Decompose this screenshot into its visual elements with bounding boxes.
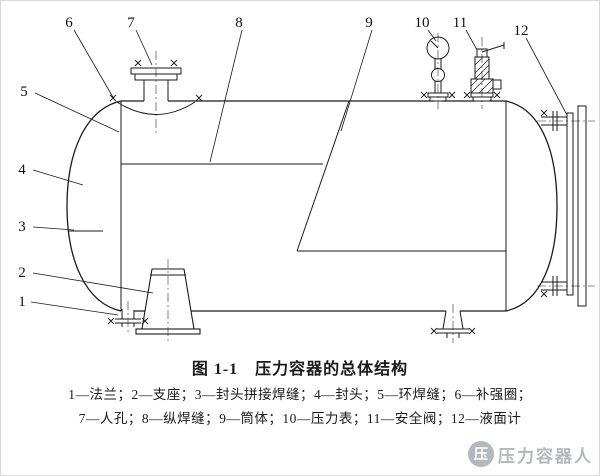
callout-9: 9 [365, 15, 373, 31]
watermark-text: 压力容器人 [498, 446, 593, 466]
drain-nozzle-sides [442, 310, 464, 330]
right-head-outline [505, 100, 558, 312]
leader-10 [427, 29, 437, 42]
callout-6: 6 [65, 15, 73, 31]
callout-1: 1 [18, 294, 26, 310]
figure-caption: 图 1-1 压力容器的总体结构 [191, 361, 409, 378]
left-head-outline [66, 100, 122, 312]
leader-5 [34, 92, 120, 133]
callout-8: 8 [235, 15, 243, 31]
level-gauge-board [577, 105, 587, 307]
safety-valve [470, 42, 505, 102]
legend-line-2: 7—人孔；8—纵焊缝；9—筒体；10—压力表；11—安全阀；12—液面计 [78, 411, 522, 427]
leader-8 [209, 29, 243, 163]
level-gauge-glass-tube [566, 112, 574, 296]
vessel-body [66, 100, 558, 312]
leader-3 [32, 226, 75, 231]
leader-11 [465, 29, 478, 51]
callout-11: 11 [453, 15, 467, 31]
watermark: 压 压力容器人 [468, 441, 593, 467]
callout-3: 3 [18, 219, 26, 235]
valve-body-hatch [470, 78, 494, 94]
manhole-neck [143, 80, 169, 101]
vessel-diagram: 1 2 3 4 5 6 7 8 9 10 11 12 [18, 15, 595, 343]
leader-lines [30, 29, 568, 316]
callout-5: 5 [20, 84, 28, 100]
leader-9 [340, 29, 373, 132]
gauge-stem-upper [434, 59, 442, 69]
valve-lever [481, 42, 505, 53]
leader-6 [73, 29, 115, 100]
leader-7 [135, 29, 153, 66]
callout-4: 4 [18, 162, 26, 178]
callout-7: 7 [127, 15, 135, 31]
leader-2 [32, 272, 154, 294]
gauge-needle [430, 40, 439, 49]
callout-numbers: 1 2 3 4 5 6 7 8 9 10 11 12 [18, 15, 528, 310]
watermark-logo: 压 [468, 441, 494, 467]
callout-10: 10 [415, 15, 430, 31]
weld-seams [69, 100, 507, 311]
flange-nozzle-neck [121, 309, 135, 319]
valve-outlet [492, 79, 502, 90]
shell-plate-seam-diagonal [296, 100, 350, 252]
level-gauge-upper-stub [541, 116, 567, 126]
level-gauge-lower-stub [541, 281, 567, 291]
callout-12: 12 [514, 23, 529, 39]
callout-2: 2 [18, 265, 26, 281]
centerlines [127, 33, 595, 343]
leader-12 [525, 37, 568, 116]
leader-1 [30, 301, 119, 316]
leader-4 [32, 169, 84, 186]
legend-line-1: 1—法兰；2—支座；3—封头拼接焊缝；4—封头；5—环焊缝；6—补强圈； [68, 387, 532, 402]
figure-legend: 1—法兰；2—支座；3—封头拼接焊缝；4—封头；5—环焊缝；6—补强圈； 7—人… [1, 383, 599, 432]
gauge-stem-lower [434, 81, 442, 93]
level-gauge [541, 105, 587, 307]
